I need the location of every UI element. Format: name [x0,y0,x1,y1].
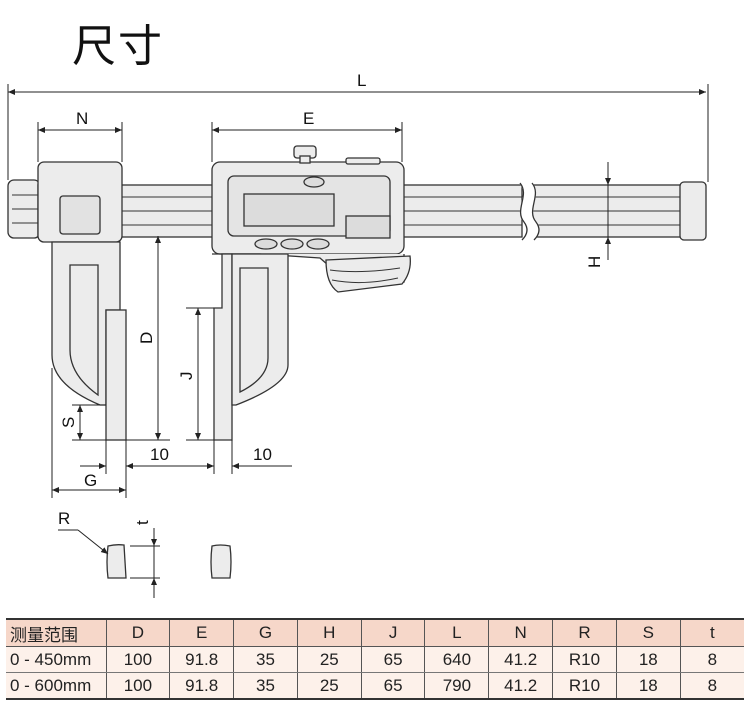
header-E: E [169,618,234,647]
slider-jaw-lower [213,253,233,441]
header-H: H [296,618,362,647]
label-t: t [133,520,152,525]
label-E: E [303,109,314,128]
table-cell: 35 [233,646,298,673]
label-10-right: 10 [253,445,272,464]
header-L: L [424,618,489,647]
label-10-left: 10 [150,445,169,464]
header-S: S [615,618,681,647]
table-row: 0 - 600mm 100 91.8 35 25 65 790 41.2 R10… [6,672,744,700]
label-L: L [357,71,366,90]
table-cell: 0 - 450mm [6,646,106,673]
table-cell: 100 [105,672,170,700]
thumb-wheel [325,255,411,293]
lcd-side-window [345,215,391,239]
table-row: 0 - 450mm 100 91.8 35 25 65 640 41.2 R10… [6,646,744,673]
table-cell: 41.2 [488,646,553,673]
label-H: H [585,256,604,268]
table-cell: 640 [424,646,489,673]
func-button-1 [254,238,278,250]
table-cell: 91.8 [169,646,234,673]
spec-table: 测量范围 D E G H J L N R S t 0 - 450mm 100 9… [6,618,744,700]
header-t: t [679,618,744,647]
header-J: J [360,618,425,647]
header-N: N [488,618,553,647]
func-button-3 [306,238,330,250]
label-S: S [59,417,78,428]
header-D: D [105,618,170,647]
label-J: J [177,372,196,381]
caliper-diagram: L N E H D J S 10 10 G R t [7,71,709,598]
dimension-lines [7,84,709,598]
label-R: R [58,509,70,528]
jaw-section-left [106,544,127,579]
table-cell: 8 [679,646,744,673]
table-cell: 41.2 [488,672,553,700]
slider-jaw-arm [231,253,289,406]
table-cell: 25 [296,646,362,673]
table-cell: 8 [679,672,744,700]
table-cell: R10 [552,646,617,673]
fixed-jaw-tip [105,309,127,441]
label-N: N [76,109,88,128]
table-cell: 18 [615,646,681,673]
header-G: G [233,618,298,647]
top-indicator [303,176,325,188]
page-title: 尺寸 [72,21,164,72]
table-cell: 100 [105,646,170,673]
table-cell: 790 [424,672,489,700]
table-cell: 35 [233,672,298,700]
table-cell: 0 - 600mm [6,672,106,700]
right-end-cap [679,181,707,241]
jaw-section-right [210,544,232,579]
table-cell: 91.8 [169,672,234,700]
table-cell: R10 [552,672,617,700]
label-G: G [84,471,97,490]
table-header-row: 测量范围 D E G H J L N R S t [6,618,744,647]
fixed-jaw-plate [59,195,101,235]
caliper-body [7,145,707,579]
table-cell: 25 [296,672,362,700]
table-cell: 18 [615,672,681,700]
table-cell: 65 [360,646,425,673]
header-R: R [552,618,617,647]
label-D: D [137,332,156,344]
dimension-labels: L N E H D J S 10 10 G R t [58,71,604,528]
func-button-2 [280,238,304,250]
lcd-window [243,193,335,227]
table-cell: 65 [360,672,425,700]
header-range: 测量范围 [6,618,106,647]
